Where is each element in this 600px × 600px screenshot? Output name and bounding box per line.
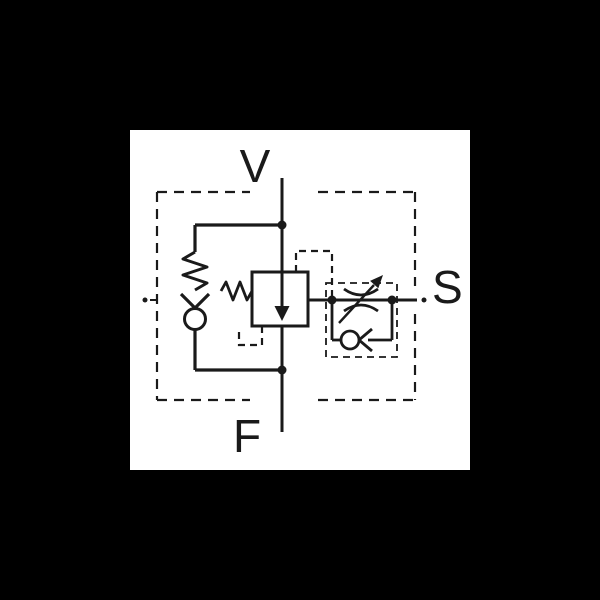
port-label-s: S (432, 261, 463, 313)
flow-control-assembly (308, 275, 427, 358)
drain-line-dashed (237, 326, 264, 347)
left-port-marker-dot (142, 297, 148, 303)
port-label-f: F (233, 410, 261, 462)
pressure-valve (219, 249, 334, 347)
throttle-adjust-arrow-head (370, 275, 383, 289)
throttle-arc-bottom (343, 303, 379, 313)
check-seat-right (193, 292, 211, 310)
bypass-check-seat-bottom (358, 338, 373, 353)
assembly-enclosure-dashed (325, 282, 398, 358)
port-label-v: V (240, 140, 271, 192)
component-enclosure-dashed (142, 190, 417, 402)
side-port-marker-dot (421, 297, 427, 303)
pilot-line-dashed (294, 249, 334, 297)
diagram-sheet (130, 130, 470, 470)
valve-flow-arrow-head (274, 306, 290, 321)
left-check-valve-branch (179, 223, 282, 372)
valve-spring-icon (219, 280, 254, 302)
check-spring-icon (181, 250, 209, 292)
throttle-arc-top (343, 287, 379, 297)
check-ball-icon (183, 307, 207, 331)
bypass-check-seat-top (358, 327, 373, 342)
throttle-adjust-arrow-shaft (338, 284, 375, 324)
check-seat-left (179, 292, 197, 310)
